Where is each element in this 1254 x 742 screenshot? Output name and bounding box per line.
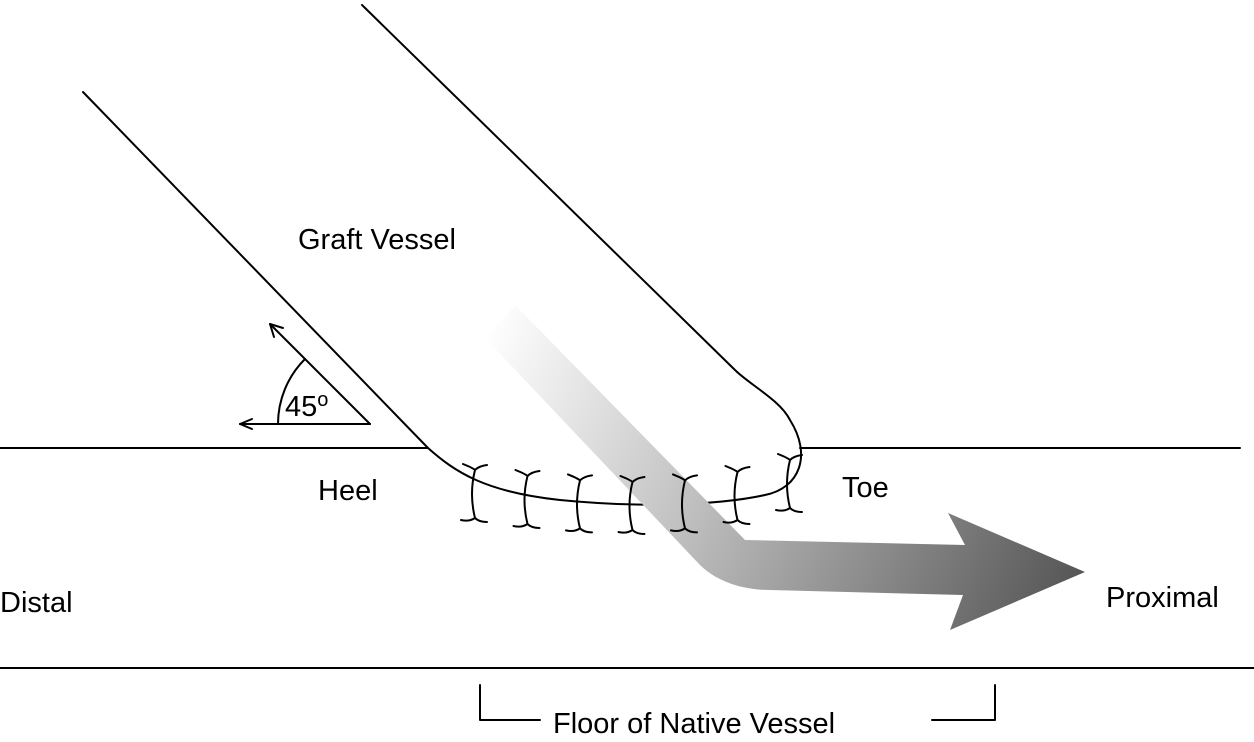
- suture-line: [460, 453, 803, 535]
- floor-label: Floor of Native Vessel: [553, 708, 835, 740]
- floor-bracket: [479, 684, 996, 721]
- toe-label: Toe: [842, 472, 889, 504]
- flow-direction-arrow: [485, 305, 1085, 630]
- angle-unit: o: [317, 389, 328, 411]
- suture-stitch-icon: [775, 453, 803, 513]
- angle-indicator: [239, 323, 371, 430]
- angle-value: 45: [285, 391, 317, 423]
- suture-stitch-icon: [670, 473, 698, 534]
- suture-stitch-icon: [617, 475, 646, 535]
- proximal-label: Proximal: [1106, 582, 1219, 614]
- suture-stitch-icon: [565, 473, 593, 534]
- suture-stitch-icon: [512, 469, 541, 529]
- distal-label: Distal: [0, 587, 73, 619]
- suture-stitch-icon: [722, 465, 751, 525]
- graft-vessel-label: Graft Vessel: [298, 224, 456, 256]
- heel-label: Heel: [318, 475, 378, 507]
- angle-label: 45o: [285, 389, 328, 423]
- suture-stitch-icon: [460, 463, 488, 523]
